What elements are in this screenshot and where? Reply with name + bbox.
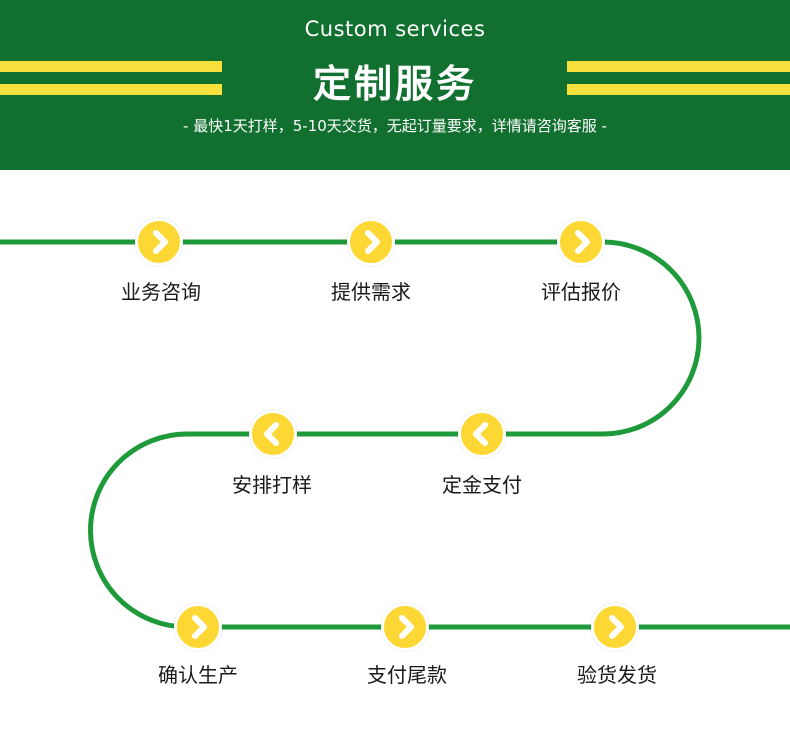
- step-3-label: 评估报价: [541, 280, 621, 304]
- right-stripe-bottom: [567, 84, 790, 95]
- step-8-icon-circle: [591, 603, 639, 651]
- header-title: 定制服务: [312, 62, 477, 106]
- chevron-right-icon: [365, 230, 380, 254]
- step-6-icon-circle: [174, 603, 222, 651]
- step-5-icon-circle: [249, 410, 297, 458]
- left-stripe-top: [0, 61, 222, 72]
- chevron-right-icon: [192, 615, 207, 639]
- step-1-icon-circle: [135, 218, 183, 266]
- header-tagline: - 最快1天打样，5-10天交货，无起订量要求，详情请咨询客服 -: [183, 117, 607, 135]
- step-5-label: 安排打样: [232, 473, 312, 497]
- step-1-label: 业务咨询: [121, 280, 201, 304]
- chevron-right-icon: [609, 615, 624, 639]
- step-2-icon-circle: [347, 218, 395, 266]
- left-stripe-bottom: [0, 84, 222, 95]
- step-4-icon-circle: [458, 410, 506, 458]
- chevron-left-icon: [473, 422, 488, 446]
- step-6-label: 确认生产: [158, 663, 238, 687]
- step-4-label: 定金支付: [442, 473, 522, 497]
- step-3-icon-circle: [557, 218, 605, 266]
- chevron-left-icon: [264, 422, 279, 446]
- chevron-right-icon: [399, 615, 414, 639]
- step-7-label: 支付尾款: [367, 663, 447, 687]
- chevron-right-icon: [575, 230, 590, 254]
- right-stripe-top: [567, 61, 790, 72]
- step-7-icon-circle: [381, 603, 429, 651]
- chevron-right-icon: [153, 230, 168, 254]
- step-2-label: 提供需求: [331, 280, 411, 304]
- step-8-label: 验货发货: [577, 663, 657, 687]
- header-subtitle-en: Custom services: [304, 17, 486, 41]
- header-banner: Custom services 定制服务 - 最快1天打样，5-10天交货，无起…: [0, 0, 790, 170]
